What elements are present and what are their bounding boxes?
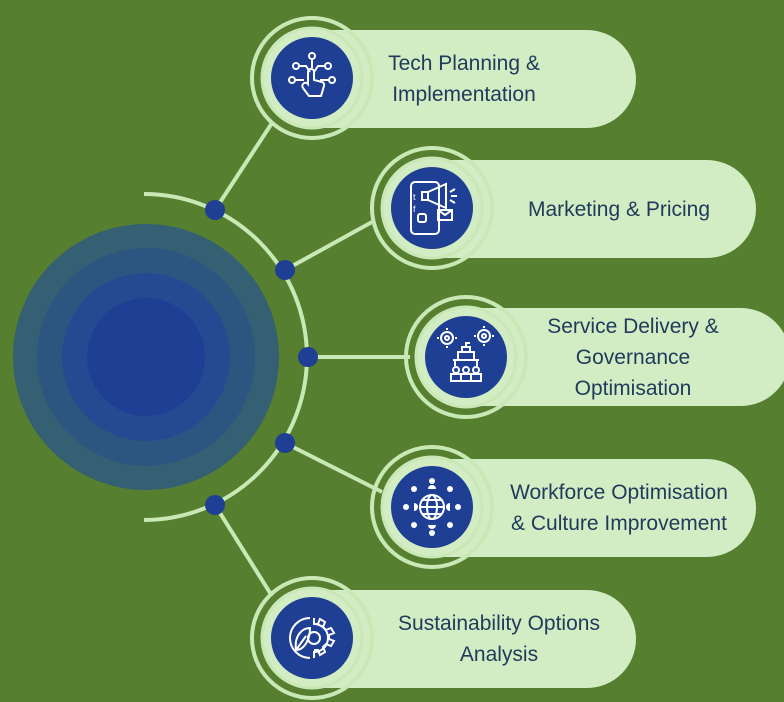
spoke-4	[284, 441, 383, 494]
hub-core	[87, 298, 205, 416]
spoke-1	[213, 121, 274, 212]
node-5	[205, 495, 225, 515]
spoke-5	[213, 503, 274, 598]
item-label-service-delivery: Service Delivery & Governance Optimisati…	[547, 314, 719, 400]
node-2	[275, 260, 295, 280]
item-card-tech-planning[interactable]: Tech Planning & Implementation	[262, 30, 636, 128]
node-1	[205, 200, 225, 220]
item-label-tech-planning: Tech Planning & Implementation	[388, 52, 540, 106]
item-label-marketing: Marketing & Pricing	[527, 197, 711, 221]
node-4	[275, 433, 295, 453]
item-card-service-delivery[interactable]: Service Delivery & Governance Optimisati…	[416, 308, 784, 406]
spoke-2	[284, 220, 373, 272]
item-card-marketing[interactable]: Marketing & Pricing	[382, 160, 756, 258]
item-card-workforce[interactable]: Workforce Optimisation & Culture Improve…	[382, 459, 756, 557]
node-3	[298, 347, 318, 367]
item-card-sustainability[interactable]: Sustainability Options Analysis	[262, 590, 636, 688]
item-label-workforce: Workforce Optimisation & Culture Improve…	[510, 481, 728, 535]
item-label-sustainability: Sustainability Options Analysis	[398, 612, 600, 666]
